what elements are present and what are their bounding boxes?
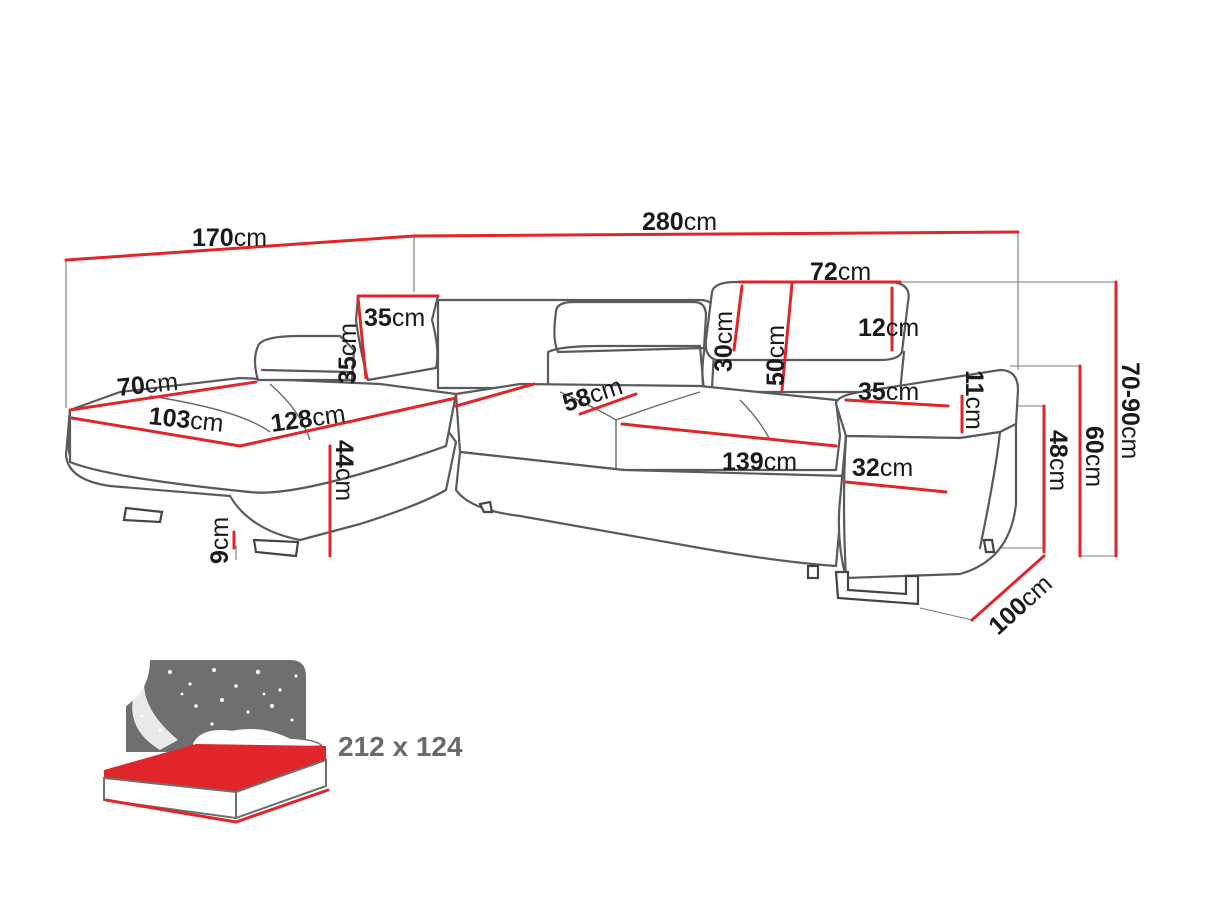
pillow (354, 294, 440, 382)
sofa-legs (122, 500, 996, 606)
label-280: 280cm (642, 208, 717, 236)
night-sky-bed-icon (103, 660, 330, 824)
label-35-armrest: 35cm (858, 378, 919, 406)
label-11: 11cm (960, 370, 988, 430)
label-12: 12cm (858, 314, 919, 342)
label-44: 44cm (330, 440, 358, 501)
headrest-right (704, 280, 910, 362)
label-32: 32cm (852, 454, 913, 482)
label-35-cushion-height: 35cm (334, 323, 362, 384)
bed-size-label: 212 x 124 (338, 731, 463, 762)
label-170: 170cm (192, 224, 267, 252)
label-100: 100cm (983, 569, 1058, 640)
chaise-cushion (68, 376, 458, 494)
label-35-cushion-width: 35cm (364, 304, 425, 332)
label-70-90: 70-90cm (1116, 362, 1144, 459)
label-72: 72cm (810, 258, 871, 286)
label-50: 50cm (762, 325, 790, 386)
dimension-labels: 170cm 280cm 72cm 35cm 35cm 30cm 50cm 12c… (116, 208, 1144, 640)
label-70: 70cm (116, 368, 180, 402)
label-30: 30cm (710, 311, 738, 372)
chaise-bolster (253, 334, 356, 382)
label-128: 128cm (269, 400, 347, 438)
label-9: 9cm (206, 517, 234, 564)
label-48: 48cm (1044, 430, 1072, 491)
label-139: 139cm (722, 448, 797, 476)
dimension-lines (64, 230, 1118, 622)
main-base (454, 450, 846, 568)
sofa-outline (64, 280, 1020, 580)
headrest-middle (553, 300, 708, 354)
label-103: 103cm (147, 402, 225, 438)
label-60: 60cm (1080, 426, 1108, 487)
